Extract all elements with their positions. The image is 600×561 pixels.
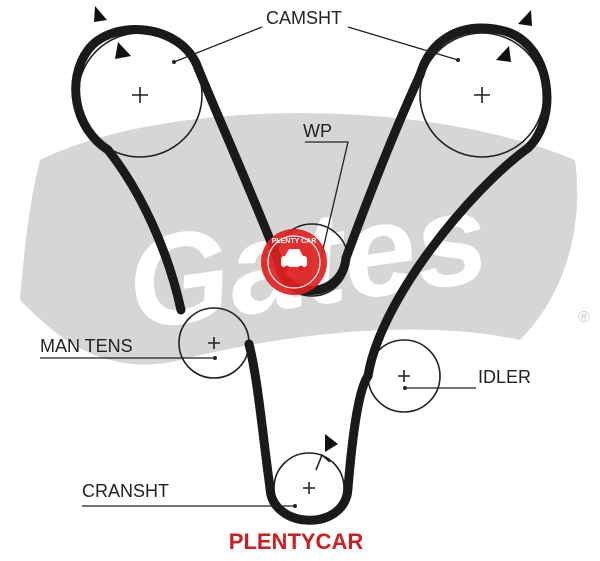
timing-mark-right-inner <box>496 46 511 62</box>
label-crankshaft: CRANSHT <box>82 481 169 501</box>
timing-mark-left-outer <box>94 6 107 22</box>
label-tensioner: MAN TENS <box>40 336 133 356</box>
label-water-pump: WP <box>303 121 332 141</box>
watermark-registered-mark: ® <box>578 309 590 326</box>
label-camshaft: CAMSHT <box>266 8 342 28</box>
timing-mark-right-outer <box>518 10 532 26</box>
label-idler: IDLER <box>478 367 531 387</box>
timing-belt <box>71 23 552 525</box>
badge-text: PLENTY CAR <box>272 238 317 245</box>
timing-marks <box>94 6 532 452</box>
timing-mark-left-inner <box>115 42 131 59</box>
plentycar-badge: PLENTY CAR <box>261 229 327 295</box>
car-icon <box>281 256 307 267</box>
timing-mark-crank <box>325 434 338 452</box>
leader-lines <box>40 26 476 507</box>
footer-watermark-text: PLENTYCAR <box>229 529 364 554</box>
